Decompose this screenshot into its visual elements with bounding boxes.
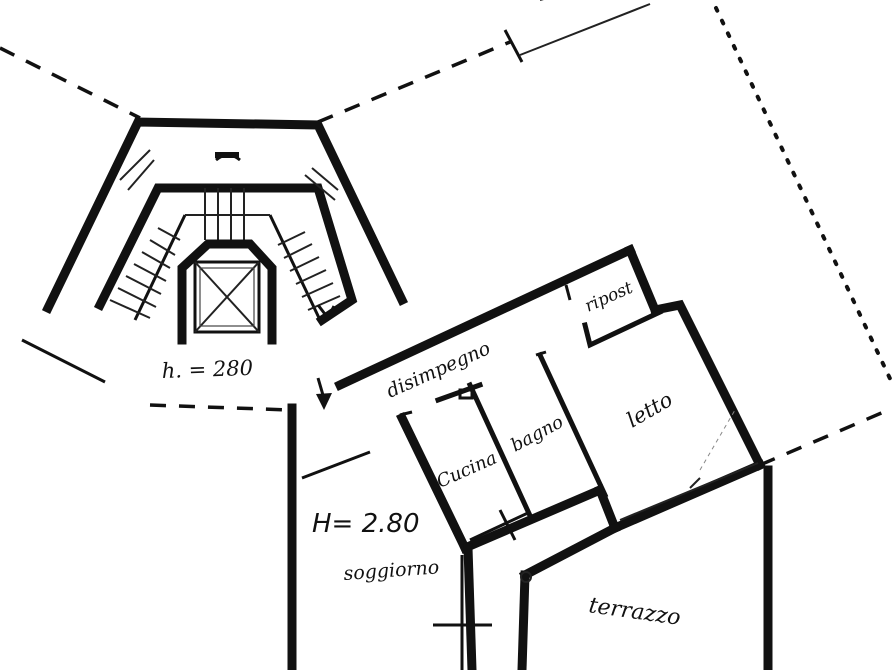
room-bagno: bagno — [507, 411, 567, 456]
elevator-icon — [177, 239, 277, 345]
room-terrazzo: terrazzo — [587, 593, 682, 631]
room-soggiorno: soggiorno — [343, 556, 440, 585]
entrance-arrow-icon — [316, 377, 332, 410]
stair-flight-left — [98, 149, 187, 321]
room-cucina: Cucina — [433, 448, 500, 493]
stair-flight-right — [268, 167, 341, 321]
room-letto: letto — [623, 387, 677, 432]
room-disimpegno: disimpegno — [383, 337, 494, 402]
property-boundary — [0, 0, 893, 467]
apartment-height-label: H= 2.80 — [312, 509, 420, 539]
stair-core: h. = 280 — [41, 117, 409, 383]
apartment: disimpegno ripost letto Cucina bagno H= … — [287, 244, 773, 670]
stair-flight-top — [185, 188, 270, 240]
stair-height-label: h. = 280 — [161, 356, 253, 383]
room-ripost: ripost — [582, 278, 636, 317]
